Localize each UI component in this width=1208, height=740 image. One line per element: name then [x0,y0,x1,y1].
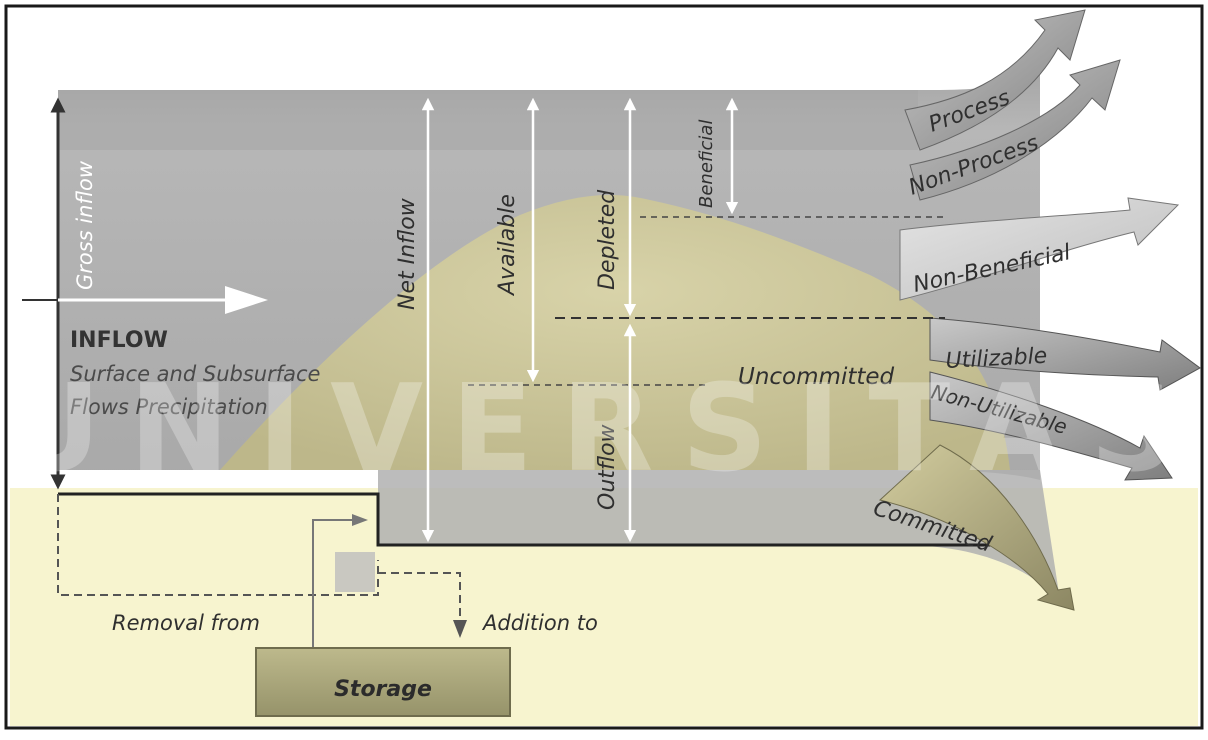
beneficial-label: Beneficial [696,120,717,208]
inflow-sub-line-1: Surface and Subsurface [70,362,320,386]
process-arrow [904,9,1086,151]
removal-arrowhead [352,514,368,526]
gross-inflow-label: Gross inflow [73,160,97,290]
committed-arrow [878,444,1075,611]
storage-label: Storage [334,677,432,702]
non-utilizable-arrow [929,371,1173,481]
addition-dashed-path [378,572,461,630]
inflow-bottom-edge [58,492,1000,547]
removal-dashed-outline [57,494,379,596]
inflow-arrowhead [225,286,268,314]
outflow-label: Outflow [595,423,620,510]
utilizable-arrow [929,317,1201,391]
net-inflow-label: Net Inflow [395,197,420,310]
gray-band-top-shade [58,90,918,150]
removal-arrow-line [312,519,355,648]
watermark-text: UNIVERSITAS [4,360,1205,499]
depleted-label: Depleted [595,189,620,290]
olive-bell-area [220,195,1010,470]
storage-box [255,647,511,717]
storage-connector-shade [335,552,375,592]
uncommitted-label: Uncommitted [738,364,895,390]
removal-from-label: Removal from [112,611,260,635]
inflow-sub-line-2: Flows Precipitation [70,395,268,419]
addition-arrowhead [453,620,467,638]
non-process-arrow [909,59,1121,201]
inflow-title: INFLOW [70,328,168,353]
utilizable-label: Utilizable [945,344,1048,374]
available-label: Available [495,194,520,297]
addition-to-label: Addition to [481,611,598,635]
non-beneficial-arrow [899,197,1180,301]
